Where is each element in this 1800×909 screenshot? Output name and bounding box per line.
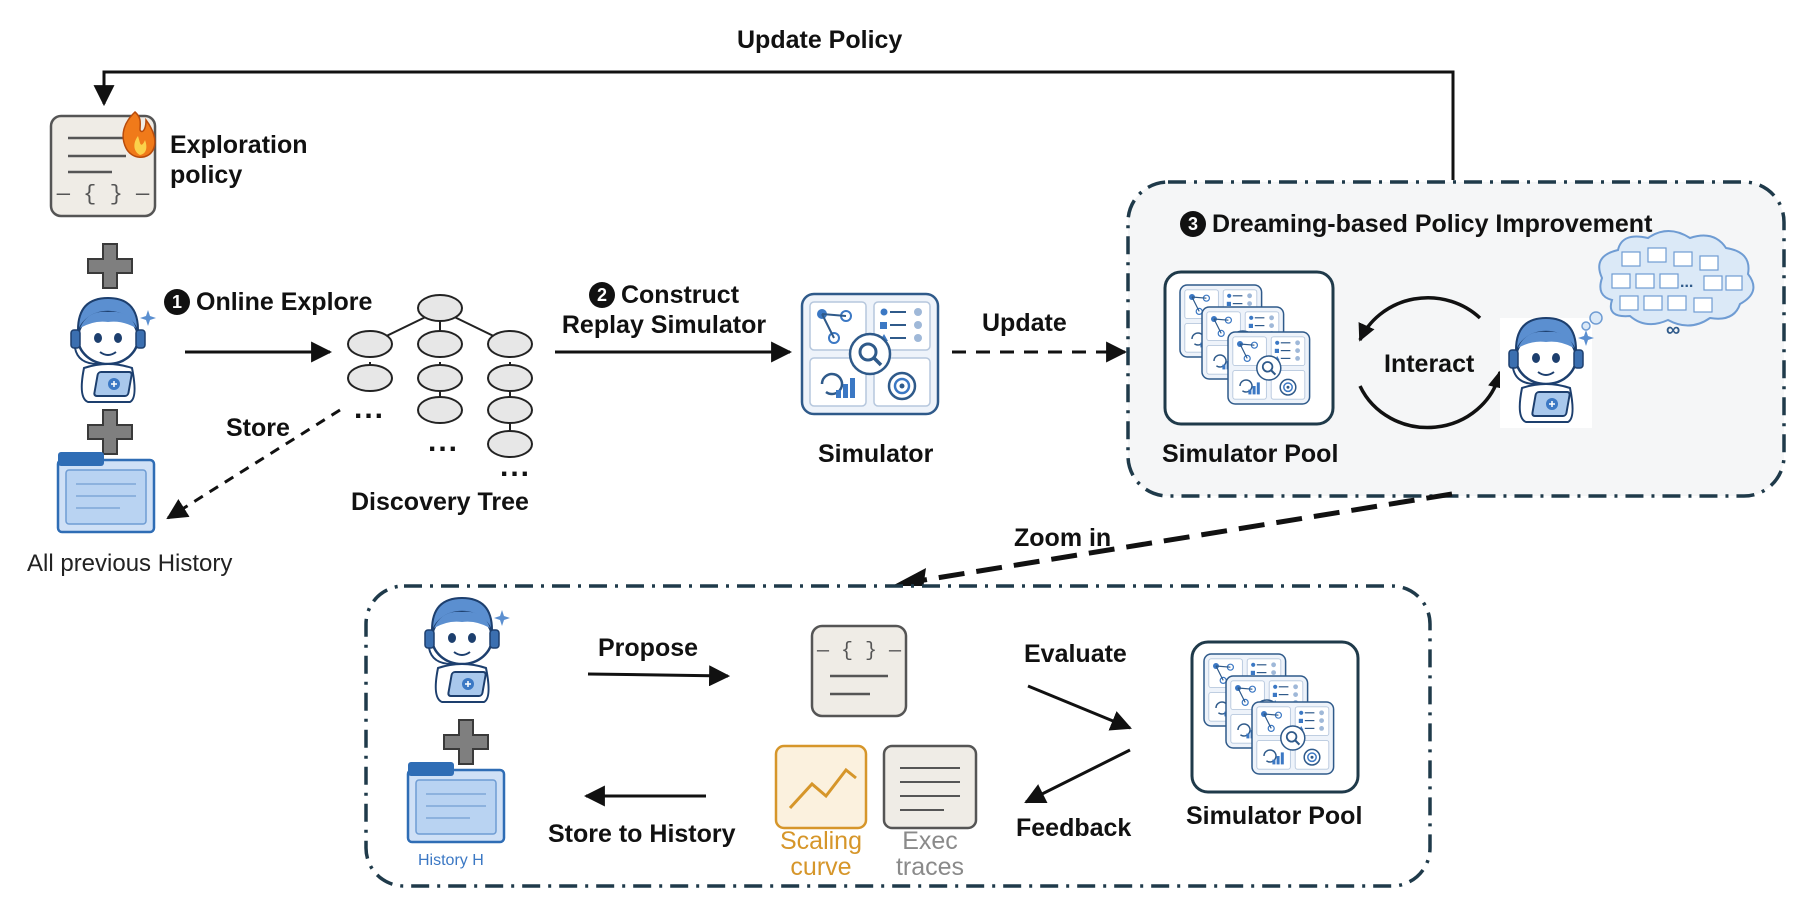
evaluate-label: Evaluate <box>1024 640 1127 668</box>
construct-line2: Replay Simulator <box>561 311 767 339</box>
robot-agent-icon <box>414 596 512 710</box>
exploration-policy-line1: Exploration <box>170 131 308 159</box>
discovery-tree-label: Discovery Tree <box>351 488 529 516</box>
cloud-ellipsis: ... <box>1680 274 1693 291</box>
step-three-badge: 3 <box>1180 211 1206 237</box>
store-label: Store <box>226 414 290 442</box>
exec-line2: traces <box>895 853 965 881</box>
store-arrow <box>166 408 341 520</box>
simulator-pool-top <box>1163 270 1335 426</box>
code-doc-icon: — { } — <box>810 624 908 718</box>
construct-line1: Construct <box>620 281 740 309</box>
tree-ellipsis-2: ... <box>428 425 460 458</box>
zoom-in-arrow <box>911 491 1453 585</box>
zoom-in-label: Zoom in <box>1014 524 1112 552</box>
feedback-arrow <box>1024 748 1131 804</box>
tree-ellipsis-3: ... <box>500 450 532 483</box>
fire-icon <box>122 110 156 158</box>
discovery-tree <box>347 294 533 458</box>
online-explore-text: Online Explore <box>196 288 373 316</box>
exploration-policy-label: Exploration policy <box>170 130 308 190</box>
all-previous-history-label: All previous History <box>27 550 233 577</box>
simulator-pool-bottom <box>1190 640 1360 794</box>
scaling-curve-icon <box>774 744 868 830</box>
interact-cycle <box>1358 296 1506 430</box>
simulator-label: Simulator <box>818 440 934 468</box>
propose-arrow <box>587 665 731 687</box>
scaling-line1: Scaling <box>780 827 862 855</box>
history-folder-icon <box>406 760 506 844</box>
step-two-badge: 2 <box>588 282 615 308</box>
tree-ellipsis-1: ... <box>354 392 386 425</box>
simulator-icon <box>800 292 940 416</box>
robot-agent-icon <box>1498 316 1596 430</box>
dreaming-title-text: Dreaming-based Policy Improvement <box>1212 210 1653 238</box>
step-one-badge: 1 <box>164 289 190 315</box>
store-to-history-label: Store to History <box>548 820 736 848</box>
update-policy-label: Update Policy <box>737 26 903 54</box>
interact-label: Interact <box>1384 350 1475 378</box>
simulator-pool-bottom-label: Simulator Pool <box>1186 802 1363 830</box>
propose-label: Propose <box>598 634 699 662</box>
exploration-policy-line2: policy <box>170 161 243 189</box>
evaluate-arrow <box>1027 684 1132 731</box>
exec-line1: Exec <box>902 827 958 855</box>
scaling-curve-label: Scaling curve <box>766 828 876 880</box>
plus-icon <box>87 243 133 289</box>
svg-text:— { } —: — { } — <box>56 182 150 207</box>
cloud-thought-icon: ... ∞ <box>1581 230 1755 341</box>
simulator-pool-top-label: Simulator Pool <box>1162 440 1339 468</box>
feedback-label: Feedback <box>1016 814 1132 842</box>
exec-traces-label: Exec traces <box>876 828 984 880</box>
history-h-label: History H <box>418 852 484 869</box>
svg-text:— { } —: — { } — <box>816 640 902 663</box>
zoom-panel <box>364 584 1432 888</box>
exec-traces-icon <box>882 744 978 830</box>
history-folder-icon <box>56 450 156 534</box>
update-policy-arrow <box>93 70 1455 180</box>
cloud-infinity: ∞ <box>1666 319 1680 341</box>
scaling-line2: curve <box>790 853 852 881</box>
robot-agent-icon <box>60 296 158 410</box>
plus-icon <box>87 409 133 455</box>
update-label: Update <box>982 309 1067 337</box>
